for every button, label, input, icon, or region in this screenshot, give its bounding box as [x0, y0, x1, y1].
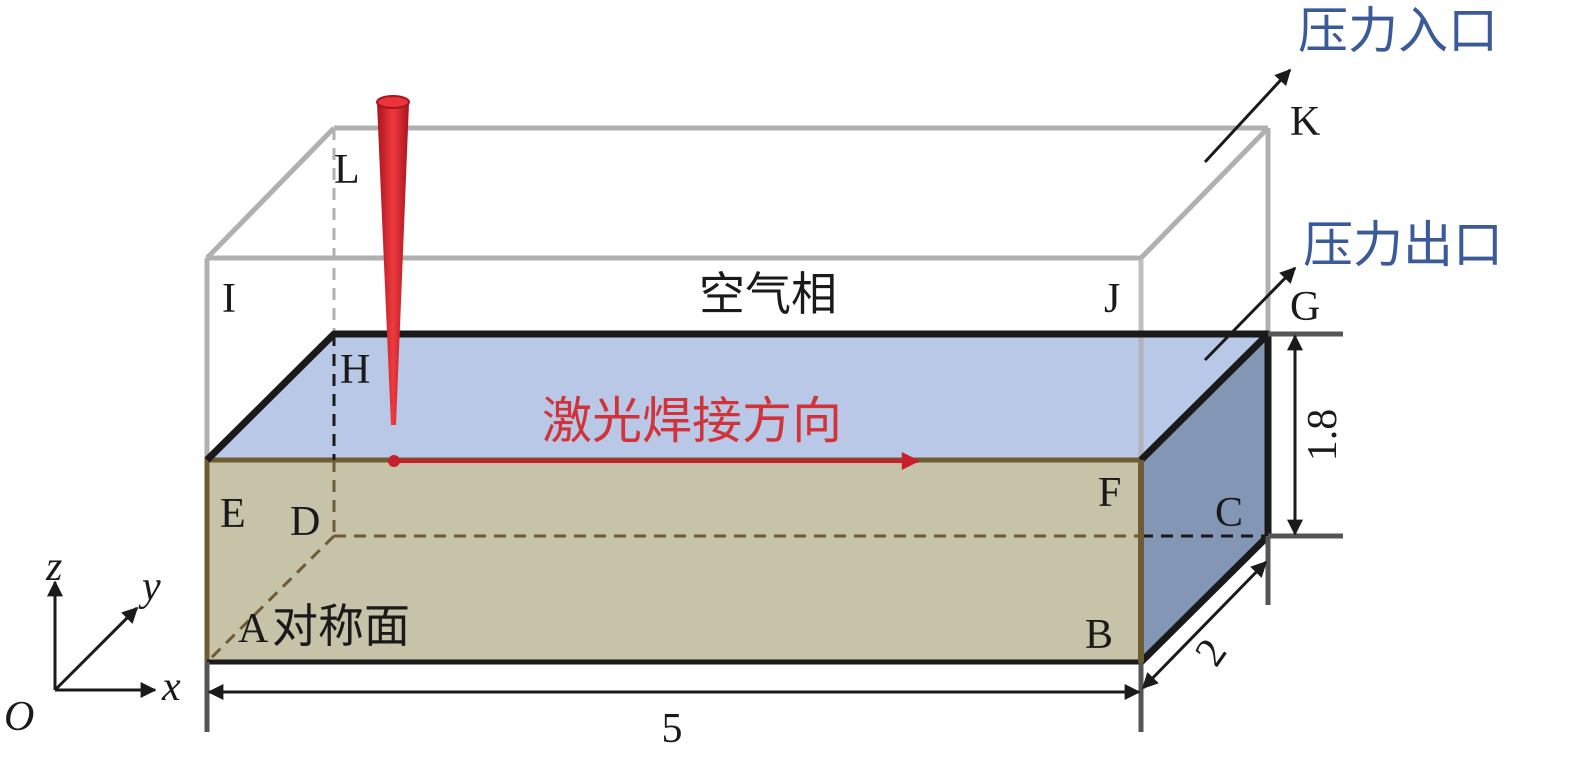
pressure-outlet-label: 压力出口: [1303, 216, 1503, 274]
laser-beam: [376, 95, 410, 425]
point-label-K: K: [1290, 99, 1320, 145]
axis-origin-label: O: [4, 694, 34, 740]
hidden-edges: [205, 334, 1268, 664]
point-label-C: C: [1215, 490, 1243, 536]
point-label-H: H: [340, 347, 370, 393]
width-dimension-arrow: [1141, 560, 1268, 690]
length-dimension-label: 5: [662, 706, 683, 752]
point-label-G: G: [1290, 284, 1320, 330]
metal-top-face: [207, 334, 1268, 460]
outlet-arrow: [1203, 266, 1297, 362]
air-phase-label: 空气相: [699, 267, 837, 321]
point-label-J: J: [1104, 276, 1120, 322]
axis-y-label: y: [138, 564, 161, 610]
width-dimension-label: 2: [1186, 631, 1236, 675]
point-label-D: D: [290, 499, 320, 545]
point-label-F: F: [1098, 470, 1121, 516]
inlet-arrow: [1203, 68, 1292, 164]
axis-x-label: x: [161, 664, 181, 710]
point-label-I: I: [222, 276, 236, 322]
symmetry-plane-label: 对称面: [272, 599, 410, 653]
point-label-L: L: [334, 147, 360, 193]
air-domain-box: [204, 125, 1271, 460]
coordinate-axes: [47, 580, 157, 698]
pressure-inlet-label: 压力入口: [1298, 2, 1498, 60]
welding-direction-label: 激光焊接方向: [542, 392, 842, 450]
dimension-lines: [204, 331, 1343, 732]
height-dimension-label: 1.8: [1300, 409, 1346, 462]
axis-z-label: z: [45, 544, 62, 590]
point-label-B: B: [1085, 612, 1113, 658]
point-label-A: A: [238, 606, 269, 652]
point-label-E: E: [220, 491, 246, 537]
